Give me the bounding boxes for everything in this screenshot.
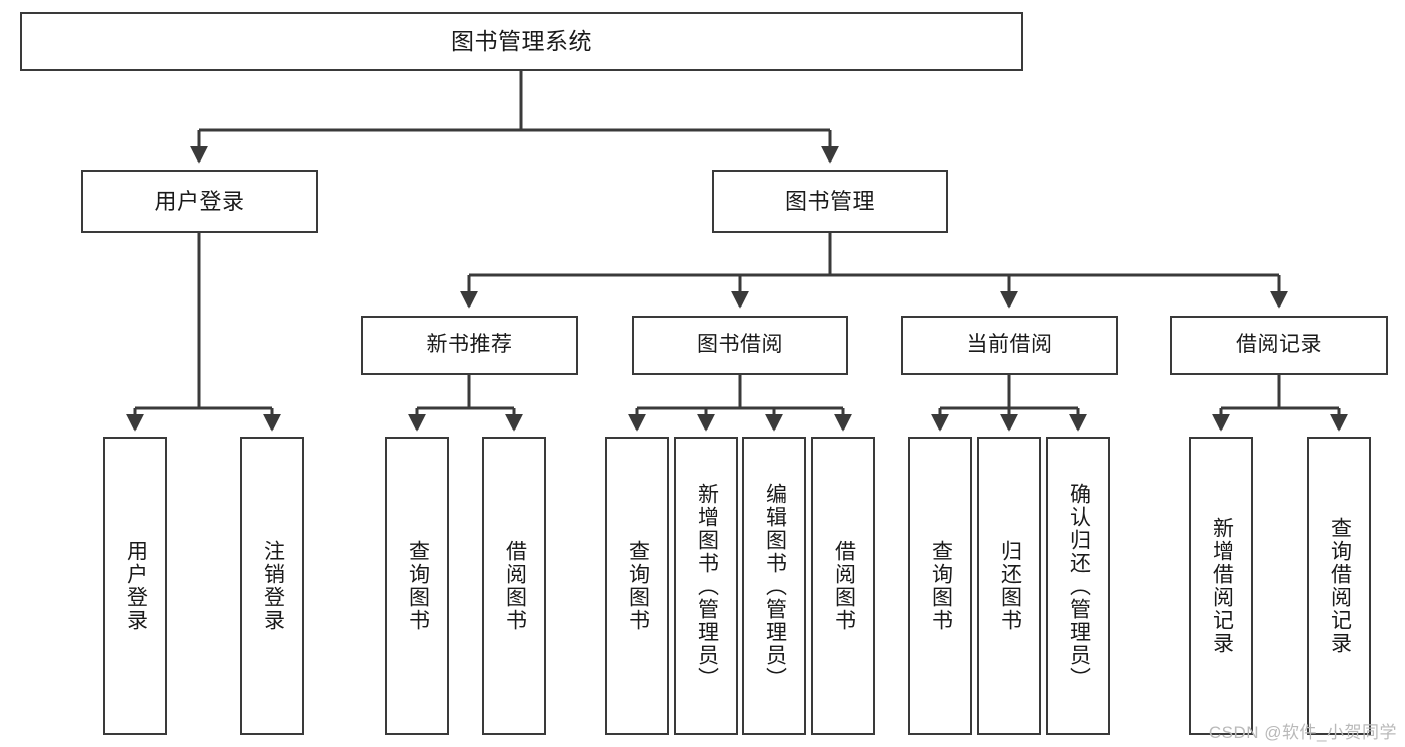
leaf-borrow-query-book[interactable]: 查询图书: [605, 437, 669, 735]
leaf-new-book-query[interactable]: 查询图书: [385, 437, 449, 735]
leaf-borrow-add-book[interactable]: 新增图书（管理员）: [674, 437, 738, 735]
leaf-record-add[interactable]: 新增借阅记录: [1189, 437, 1253, 735]
node-label: 新增借阅记录: [1210, 517, 1234, 655]
node-label: 借阅图书: [832, 540, 856, 632]
node-label: 新增图书（管理员）: [695, 482, 719, 690]
node-label: 新书推荐: [426, 333, 513, 357]
node-new-book-recommend[interactable]: 新书推荐: [361, 316, 578, 375]
leaf-current-return-book[interactable]: 归还图书: [977, 437, 1041, 735]
node-book-management-system[interactable]: 图书管理系统: [20, 12, 1023, 71]
watermark: CSDN @软件_小贺同学: [1208, 723, 1397, 742]
leaf-user-login[interactable]: 用户登录: [103, 437, 167, 735]
leaf-record-query[interactable]: 查询借阅记录: [1307, 437, 1371, 735]
node-borrow-record[interactable]: 借阅记录: [1170, 316, 1388, 375]
leaf-borrow-edit-book[interactable]: 编辑图书（管理员）: [742, 437, 806, 735]
node-label: 借阅记录: [1236, 333, 1322, 357]
node-label: 当前借阅: [966, 333, 1053, 357]
node-label: 借阅图书: [503, 540, 527, 632]
node-label: 图书管理: [784, 188, 875, 214]
node-book-management[interactable]: 图书管理: [712, 170, 948, 233]
node-book-borrow[interactable]: 图书借阅: [632, 316, 848, 375]
node-label: 查询图书: [626, 540, 650, 632]
node-label: 确认归还（管理员）: [1067, 482, 1091, 690]
node-label: 查询借阅记录: [1328, 517, 1352, 655]
node-label: 用户登录: [124, 540, 148, 632]
node-label: 注销登录: [261, 540, 285, 632]
node-label: 图书借阅: [697, 333, 783, 357]
node-label: 用户登录: [154, 188, 245, 214]
leaf-borrow-borrow-book[interactable]: 借阅图书: [811, 437, 875, 735]
leaf-current-confirm-return[interactable]: 确认归还（管理员）: [1046, 437, 1110, 735]
node-label: 查询图书: [929, 540, 953, 632]
node-label: 查询图书: [406, 540, 430, 632]
node-user-login[interactable]: 用户登录: [81, 170, 318, 233]
node-label: 编辑图书（管理员）: [763, 482, 787, 690]
node-current-borrow[interactable]: 当前借阅: [901, 316, 1118, 375]
leaf-new-book-borrow[interactable]: 借阅图书: [482, 437, 546, 735]
node-label: 归还图书: [998, 540, 1022, 632]
node-label: 图书管理系统: [451, 27, 592, 54]
leaf-current-query-book[interactable]: 查询图书: [908, 437, 972, 735]
leaf-user-logout[interactable]: 注销登录: [240, 437, 304, 735]
